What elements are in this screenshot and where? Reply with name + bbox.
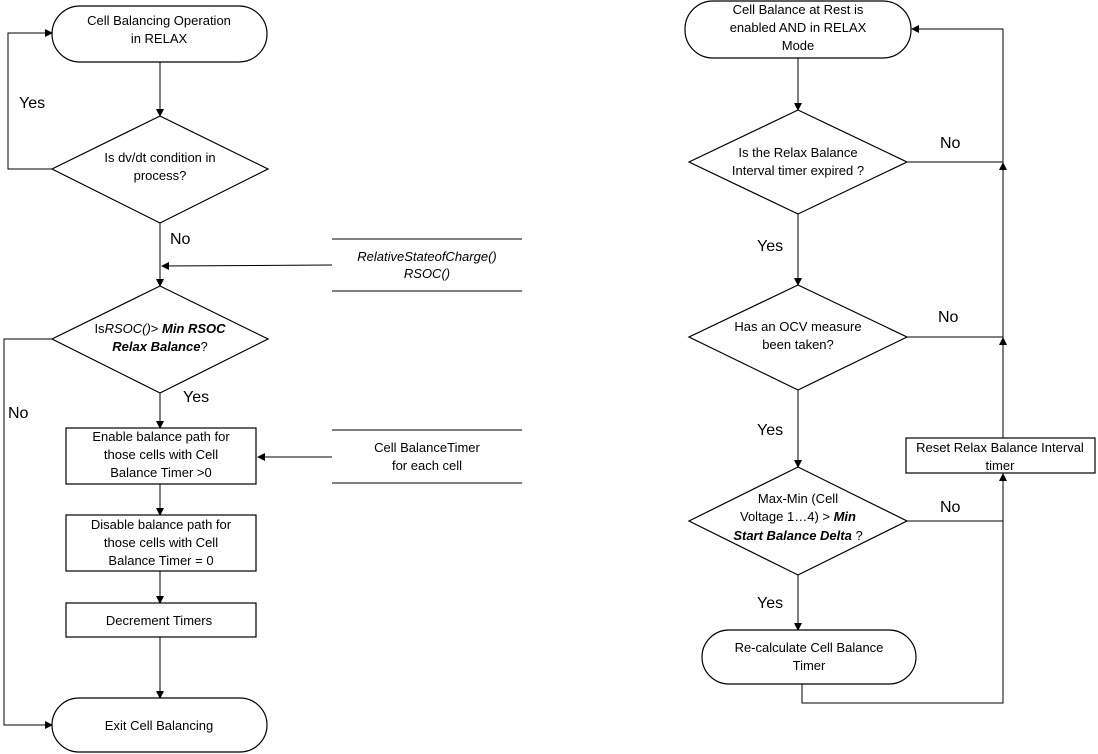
- d3-voltage: Voltage 1…4) >: [740, 509, 834, 524]
- left-no-d1-label: No: [170, 231, 191, 248]
- left-end-text: Exit Cell Balancing: [105, 718, 213, 733]
- left-edge-yes-loop: [7, 29, 53, 170]
- right-decision-delta-line1: Max-Min (Cell: [758, 491, 838, 506]
- left-box-disable-text-line-3: Balance Timer = 0: [108, 553, 213, 568]
- right-start-text: Cell Balance at Rest is enabled AND in RE…: [730, 2, 867, 53]
- right-edge-recalc-return: [801, 521, 1004, 704]
- d3-start-balance-delta: Start Balance Delta: [733, 528, 852, 543]
- d3-qmark: ?: [852, 528, 863, 543]
- left-box-enable: [65, 427, 257, 485]
- right-start-text-line-2: enabled AND in RELAX: [730, 20, 867, 35]
- left-box-enable-text: Enable balance path for those cells with …: [92, 429, 230, 480]
- d2-rsoc: RSOC(): [105, 321, 151, 336]
- right-decision-ocv-text-line-2: been taken?: [762, 337, 834, 352]
- right-yes3-label: Yes: [757, 595, 783, 612]
- right-start-text-line-3: Mode: [782, 38, 815, 53]
- d2-min-rsoc: Min RSOC: [158, 321, 226, 336]
- right-start-text-line-1: Cell Balance at Rest is: [733, 2, 864, 17]
- d2-qmark: ?: [200, 339, 207, 354]
- left-decision-dvdt-text-line-2: process?: [134, 168, 187, 183]
- left-start-text: Cell Balancing Operation in RELAX: [87, 13, 231, 46]
- d2-is: Is: [94, 321, 105, 336]
- right-recalc-text-line-2: Timer: [793, 658, 826, 673]
- left-no-d2-label: No: [8, 405, 29, 422]
- right-no3-label: No: [940, 499, 961, 516]
- left-box-decrement-text-line-1: Decrement Timers: [106, 613, 213, 628]
- right-decision-interval-text-line-1: Is the Relax Balance: [738, 145, 857, 160]
- left-start-text-line-1: Cell Balancing Operation: [87, 13, 231, 28]
- left-box-decrement-text: Decrement Timers: [106, 613, 213, 628]
- left-box-disable-text: Disable balance path for those cells with…: [91, 517, 232, 568]
- left-input-timer-line2: for each cell: [392, 458, 462, 473]
- right-decision-ocv-text-line-1: Has an OCV measure: [734, 319, 861, 334]
- left-box-decrement: [65, 602, 257, 638]
- left-input-timer-line1: Cell BalanceTimer: [374, 440, 480, 455]
- right-box-reset-text: Reset Relax Balance Interval timer: [916, 440, 1084, 473]
- right-decision-delta-line3: Start Balance Delta ?: [733, 528, 862, 543]
- left-start-text-line-2: in RELAX: [131, 31, 188, 46]
- right-no2-label: No: [938, 309, 959, 326]
- left-box-disable-text-line-2: those cells with Cell: [104, 535, 218, 550]
- left-decision-dvdt-text: Is dv/dt condition in process?: [104, 150, 215, 183]
- left-end-terminator: [51, 697, 268, 753]
- left-yes-d2-label: Yes: [183, 389, 209, 406]
- left-decision-rsoc-line2: Relax Balance?: [112, 339, 207, 354]
- left-input-rsoc-line2: RSOC(): [404, 266, 450, 281]
- d2-gt: >: [151, 321, 159, 336]
- right-decision-ocv-text: Has an OCV measure been taken?: [734, 319, 861, 352]
- right-decision-interval-text-line-2: Interval timer expired ?: [732, 163, 864, 178]
- left-box-disable-text-line-1: Disable balance path for: [91, 517, 232, 532]
- left-decision-rsoc-line1: IsRSOC()> Min RSOC: [94, 321, 226, 336]
- right-box-reset-text-line-2: timer: [986, 458, 1016, 473]
- right-edge-return-start: [911, 25, 1004, 162]
- left-box-enable-text-line-3: Balance Timer >0: [110, 465, 212, 480]
- right-box-reset-text-line-1: Reset Relax Balance Interval: [916, 440, 1084, 455]
- right-no1-label: No: [940, 135, 961, 152]
- right-recalc-terminator: [701, 629, 917, 685]
- right-yes2-label: Yes: [757, 422, 783, 439]
- d2-relax-balance: Relax Balance: [112, 339, 200, 354]
- left-decision-dvdt-text-line-1: Is dv/dt condition in: [104, 150, 215, 165]
- left-edge-no-end: [3, 338, 53, 729]
- left-box-disable: [65, 514, 257, 572]
- d3-min: Min: [834, 509, 856, 524]
- right-decision-interval: [687, 109, 909, 215]
- left-yes-loop-label: Yes: [19, 95, 45, 112]
- right-yes1-label: Yes: [757, 238, 783, 255]
- left-edge-rsoc-input: [161, 261, 333, 270]
- right-recalc-text-line-1: Re-calculate Cell Balance: [735, 640, 884, 655]
- left-box-enable-text-line-1: Enable balance path for: [92, 429, 230, 444]
- left-input-rsoc-line1: RelativeStateofCharge(): [357, 249, 496, 264]
- right-decision-delta-line2: Voltage 1…4) > Min: [740, 509, 856, 524]
- left-box-enable-text-line-2: those cells with Cell: [104, 447, 218, 462]
- left-end-text-line-1: Exit Cell Balancing: [105, 718, 213, 733]
